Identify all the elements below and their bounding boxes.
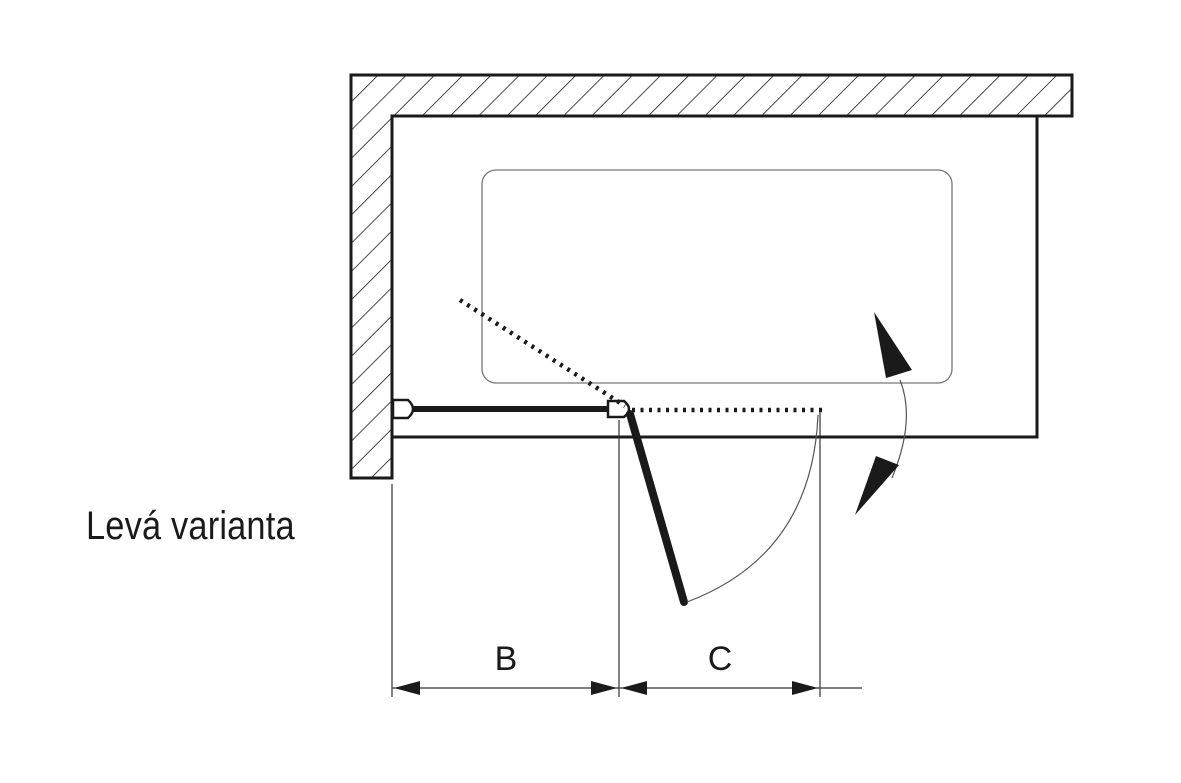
arrow-up-icon: [874, 312, 912, 378]
extension-lines: [391, 412, 821, 697]
door-position-inward: [458, 298, 627, 408]
fixed-panel: [391, 398, 631, 420]
door-open-outward: [626, 410, 688, 606]
arrowhead-icon: [394, 681, 420, 695]
variant-label: Levá varianta: [86, 504, 295, 548]
arrowhead-icon: [591, 681, 617, 695]
dimension-b-label: B: [495, 640, 518, 678]
arrowhead-icon: [792, 681, 818, 695]
arrow-down-icon: [855, 456, 899, 515]
arrowhead-icon: [621, 681, 647, 695]
rotation-arrow: [855, 312, 912, 515]
swing-arc: [686, 414, 819, 603]
wall-profile: [391, 398, 415, 420]
dimension-c-label: C: [708, 640, 733, 678]
dimension-lines: [392, 681, 862, 695]
bathtub-basin: [481, 169, 953, 384]
bathtub-outline: [390, 114, 1039, 439]
hinge: [606, 399, 631, 419]
wall-hatched: [349, 73, 1074, 480]
